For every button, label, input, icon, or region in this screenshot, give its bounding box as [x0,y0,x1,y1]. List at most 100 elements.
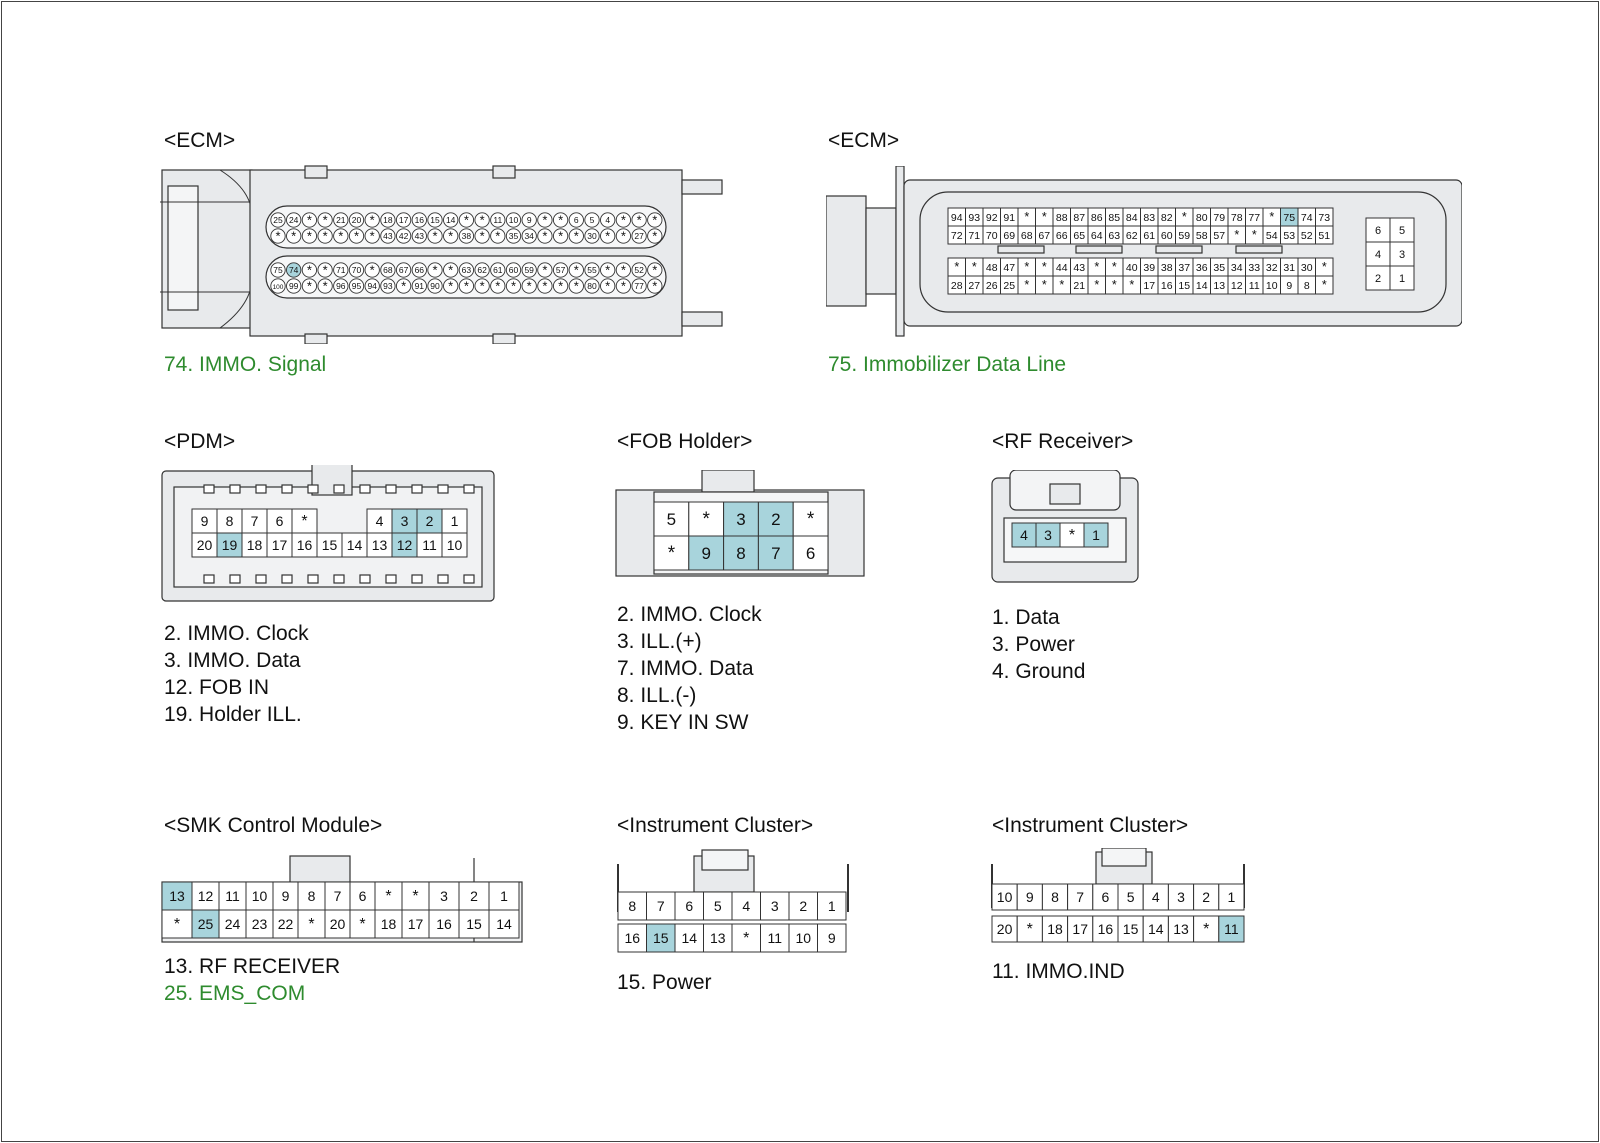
pin-cell [401,909,430,939]
pin-number: 12 [397,537,413,553]
pin-cell [1193,883,1220,911]
pin-cell [817,923,847,953]
pin-number: * [1112,278,1117,292]
pin-description: 2. IMMO. Clock [617,603,762,626]
pin-cell [653,535,690,571]
pin-number: 11 [493,215,502,225]
pin-description: 15. Power [617,971,712,994]
pin-number: 63 [1108,230,1120,242]
ecm-1-title: <ECM> [164,129,236,152]
pin-socket [552,212,569,228]
pin-number: * [652,229,657,244]
pin-number: 25 [273,215,283,225]
pin-number: 42 [399,231,409,241]
pin-number: 68 [383,265,393,275]
pin-number: 67 [399,265,409,275]
pin-number: * [1203,921,1209,938]
pin-socket [317,278,333,294]
latch-button [1049,483,1081,505]
pin-cell [1142,915,1169,943]
pin-cell [218,909,247,939]
pin-number: * [1094,260,1099,274]
pin-number: * [448,279,453,294]
pin-socket [333,228,349,244]
pin-socket [647,212,663,228]
pin-number: 13 [169,888,185,904]
pin-socket [443,262,459,278]
pin-cell [1092,915,1119,943]
pin-number: 53 [1283,230,1295,242]
pin-number: 1 [1228,889,1236,905]
top-tab [304,165,328,179]
pin-number: * [432,229,437,244]
top-slot [359,484,371,494]
pin-cell [1218,883,1245,911]
pin-cell [1067,915,1094,943]
pin-number: 43 [415,231,425,241]
pin-socket [647,278,663,294]
pin-number: 11 [225,888,240,904]
pin-number: 77 [634,281,644,291]
pin-number: 9 [282,888,290,904]
pin-cell [458,881,490,911]
pin-number: 34 [1231,262,1243,274]
pin-cell [1389,241,1415,267]
pin-number: 20 [330,916,346,932]
pin-socket [631,228,647,244]
pin-number: 5 [1127,889,1135,905]
pin-number: 6 [1375,225,1381,237]
bottom-slot [437,574,449,584]
pin-socket [615,228,632,244]
pin-number: * [558,229,563,244]
pin-number: 1 [828,898,836,914]
pin-socket [474,212,490,228]
pin-number: * [1252,228,1257,242]
bottom-slot [307,574,319,584]
bottom-slot [229,574,241,584]
pin-number: * [621,263,626,278]
pin-number: 100 [273,284,284,291]
pin-number: 10 [252,888,268,904]
pin-number: 12 [198,888,214,904]
pin-number: 75 [1283,212,1295,224]
pin-number: 64 [1091,230,1103,242]
pin-number: * [448,229,453,244]
pin-number: 3 [736,510,745,529]
pin-number: * [301,513,307,530]
pin-socket [474,228,490,244]
pin-number: 14 [681,930,697,946]
pin-cell [488,881,520,911]
pin-socket [490,228,506,244]
pin-number: 17 [1143,280,1155,292]
pin-cell [760,923,790,953]
pin-number: 91 [415,281,425,291]
pin-number: 25 [198,916,214,932]
top-slot [255,484,267,494]
pin-number: 8 [226,513,234,529]
pin-number: 14 [347,537,363,553]
pin-number: 75 [273,265,283,275]
pin-socket [600,262,616,278]
pin-number: 3 [1044,527,1052,543]
bottom-slot [385,574,397,584]
pin-number: * [354,229,359,244]
top-slot [333,484,345,494]
pin-number: 91 [1003,212,1015,224]
pin-number: 3 [1399,249,1405,261]
pin-socket [631,212,647,228]
pin-number: 58 [1196,230,1208,242]
pin-number: * [370,213,375,228]
pin-socket [631,262,647,278]
pin-number: 66 [1056,230,1068,242]
pin-number: * [1027,921,1033,938]
pin-number: 9 [201,513,209,529]
pin-socket [474,278,490,294]
pin-number: 11 [767,930,782,946]
pin-number: 16 [436,916,452,932]
pin-number: * [1024,260,1029,274]
pin-socket [458,228,475,244]
pin-socket [615,212,632,228]
pin-number: 33 [1248,262,1260,274]
